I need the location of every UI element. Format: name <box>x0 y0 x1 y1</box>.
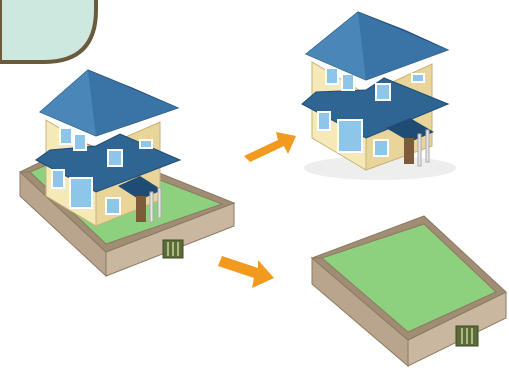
empty-lot-icon <box>312 216 506 366</box>
house-window <box>338 120 362 152</box>
corner-badge <box>0 0 96 62</box>
house-door <box>404 138 414 164</box>
arrow-right-icon <box>244 132 296 162</box>
house-window <box>342 74 354 90</box>
house-window <box>52 170 64 188</box>
house-door <box>136 196 146 222</box>
house-window <box>374 140 388 156</box>
arrow-right-icon <box>218 256 274 288</box>
house-window <box>108 150 122 166</box>
house-window <box>318 112 330 130</box>
house-window <box>140 140 152 148</box>
house-window <box>60 128 72 144</box>
house-on-lot-icon <box>20 70 234 276</box>
house-window <box>74 134 86 150</box>
house-window <box>70 178 92 208</box>
house-window <box>326 68 338 84</box>
house-window <box>376 84 390 100</box>
house-only-icon <box>302 12 456 180</box>
house-window <box>106 198 120 214</box>
house-window <box>412 74 424 82</box>
